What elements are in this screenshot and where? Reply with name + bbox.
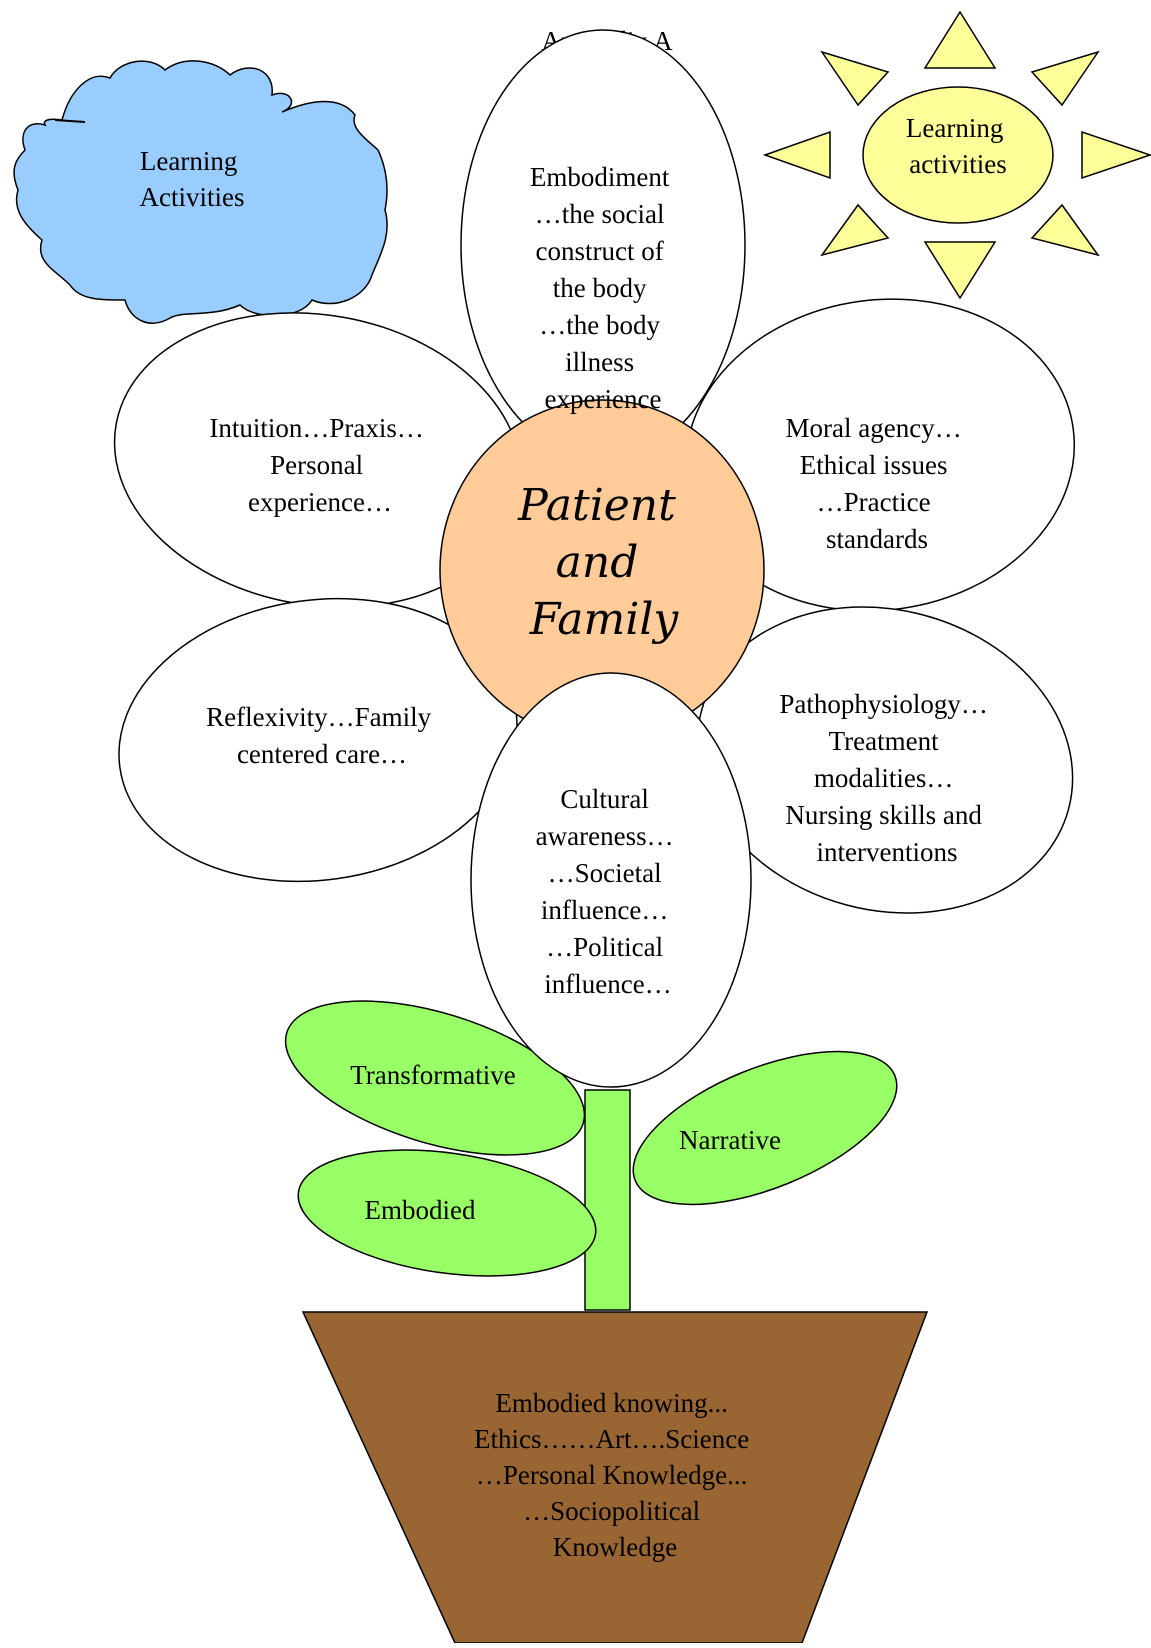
center-label: Patient and Family bbox=[517, 480, 690, 645]
sun-disc bbox=[862, 86, 1054, 224]
flower-stem bbox=[584, 1089, 631, 1311]
petal-bottom-label: Cultural awareness… …Societal influence…… bbox=[536, 784, 681, 999]
sun-ray bbox=[820, 203, 890, 257]
petals bbox=[113, 29, 1076, 914]
petal-lower-right-label: Pathophysiology… Treatment modalities… N… bbox=[779, 689, 994, 867]
cloud-label: Learning Activities bbox=[140, 146, 245, 212]
transformative-leaf-label: Transformative bbox=[350, 1060, 515, 1090]
narrative-leaf bbox=[632, 1050, 898, 1206]
sun-ray bbox=[1030, 203, 1100, 257]
sun-label: Learning activities bbox=[906, 113, 1010, 179]
sun-ray bbox=[762, 130, 831, 180]
learning-activities-sun: Learning activities bbox=[762, 10, 1151, 300]
petal-top-label: Embodiment …the social construct of the … bbox=[530, 162, 676, 414]
sun-rays bbox=[762, 10, 1151, 300]
pot-label: Embodied knowing... Ethics……Art….Science… bbox=[474, 1388, 756, 1562]
embodied-leaf bbox=[297, 1149, 597, 1277]
narrative-leaf-label: Narrative bbox=[679, 1125, 781, 1155]
sun-ray bbox=[1081, 130, 1151, 180]
transformative-leaf bbox=[284, 1000, 586, 1156]
sun-ray bbox=[1030, 50, 1100, 107]
embodied-leaf-label: Embodied bbox=[365, 1195, 476, 1225]
sun-ray bbox=[923, 241, 997, 300]
sun-ray bbox=[820, 50, 890, 107]
cloud-wisp bbox=[54, 119, 86, 123]
petal-lower-right bbox=[696, 606, 1074, 914]
petal-bottom bbox=[470, 672, 752, 1088]
petal-lower-left-label: Reflexivity…Family centered care… bbox=[206, 702, 438, 769]
petal-upper-right-label: Moral agency… Ethical issues …Practice s… bbox=[786, 413, 969, 554]
learning-activities-cloud: Learning Activities bbox=[13, 60, 388, 324]
petal-upper-left-label: Intuition…Praxis… Personal experience… bbox=[209, 413, 430, 517]
cloud-shape bbox=[13, 60, 388, 324]
sun-ray bbox=[923, 10, 997, 69]
